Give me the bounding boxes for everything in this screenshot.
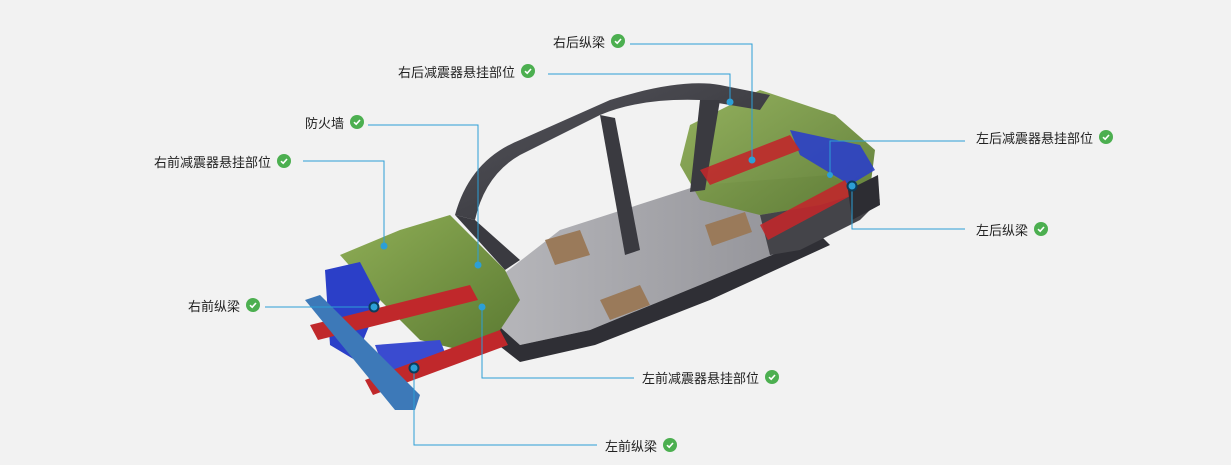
- leader-lines: [265, 43, 965, 446]
- anchor-right-rear-rail: [748, 156, 756, 164]
- label-right-front-rail: 右前纵梁: [188, 295, 261, 315]
- label-left-rear-rail: 左后纵梁: [976, 219, 1049, 239]
- anchor-left-rear-rail: [846, 180, 858, 192]
- label-text: 左后减震器悬挂部位: [976, 131, 1094, 147]
- anchor-left-rear-shock-mount: [827, 172, 833, 178]
- b-pillar: [600, 115, 640, 255]
- leader-left-front-rail: [413, 368, 597, 446]
- anchor-firewall: [474, 261, 482, 269]
- label-text: 左后纵梁: [976, 223, 1029, 239]
- anchor-right-rear-shock-mount: [726, 98, 734, 106]
- label-text: 左前纵梁: [605, 439, 658, 455]
- check-circle-icon: [1099, 130, 1114, 144]
- rear-quarter: [760, 190, 880, 255]
- rear-shock-mount: [790, 130, 875, 185]
- check-circle-icon: [765, 370, 780, 384]
- leader-left-rear-rail: [851, 186, 965, 230]
- check-circle-icon: [277, 154, 292, 168]
- label-text: 右前减震器悬挂部位: [154, 155, 272, 171]
- leader-left-front-shock-mount: [481, 307, 634, 379]
- anchor-right-front-shock-mount: [380, 242, 388, 250]
- check-circle-icon: [611, 34, 626, 48]
- front-bumper: [305, 295, 420, 410]
- check-circle-icon: [246, 298, 261, 312]
- c-pillar: [690, 100, 720, 192]
- a-pillar: [455, 215, 520, 270]
- leader-right-rear-shock-mount: [548, 73, 731, 102]
- seat-crossmember-1: [545, 230, 590, 265]
- label-left-rear-shock-mount: 左后减震器悬挂部位: [976, 127, 1114, 147]
- check-circle-icon: [521, 64, 536, 78]
- leader-right-front-shock-mount: [303, 160, 385, 246]
- check-circle-icon: [1034, 222, 1049, 236]
- anchor-points: [368, 98, 858, 374]
- leader-left-rear-shock-mount: [829, 140, 965, 175]
- label-right-front-shock-mount: 右前减震器悬挂部位: [154, 151, 292, 171]
- label-left-front-shock-mount: 左前减震器悬挂部位: [642, 367, 780, 387]
- label-right-rear-shock-mount: 右后减震器悬挂部位: [398, 61, 536, 81]
- rear-rail-left: [760, 180, 852, 240]
- anchor-left-front-rail: [408, 362, 420, 374]
- seat-crossmember-3: [705, 212, 752, 246]
- roof-frame: [455, 83, 770, 220]
- anchor-left-front-shock-mount: [478, 303, 486, 311]
- label-text: 左前减震器悬挂部位: [642, 371, 760, 387]
- label-left-front-rail: 左前纵梁: [605, 435, 678, 455]
- label-text: 右后纵梁: [553, 35, 606, 51]
- label-text: 右后减震器悬挂部位: [398, 65, 516, 81]
- label-text: 防火墙: [305, 116, 345, 132]
- leader-right-rear-rail: [630, 43, 753, 160]
- label-firewall: 防火墙: [305, 112, 365, 132]
- check-circle-icon: [350, 115, 365, 129]
- label-right-rear-rail: 右后纵梁: [553, 31, 626, 51]
- check-circle-icon: [663, 438, 678, 452]
- front-rail-right: [310, 285, 478, 340]
- seat-crossmember-2: [600, 285, 650, 320]
- anchor-right-front-rail: [368, 301, 380, 313]
- leader-firewall: [368, 124, 479, 265]
- label-text: 右前纵梁: [188, 299, 241, 315]
